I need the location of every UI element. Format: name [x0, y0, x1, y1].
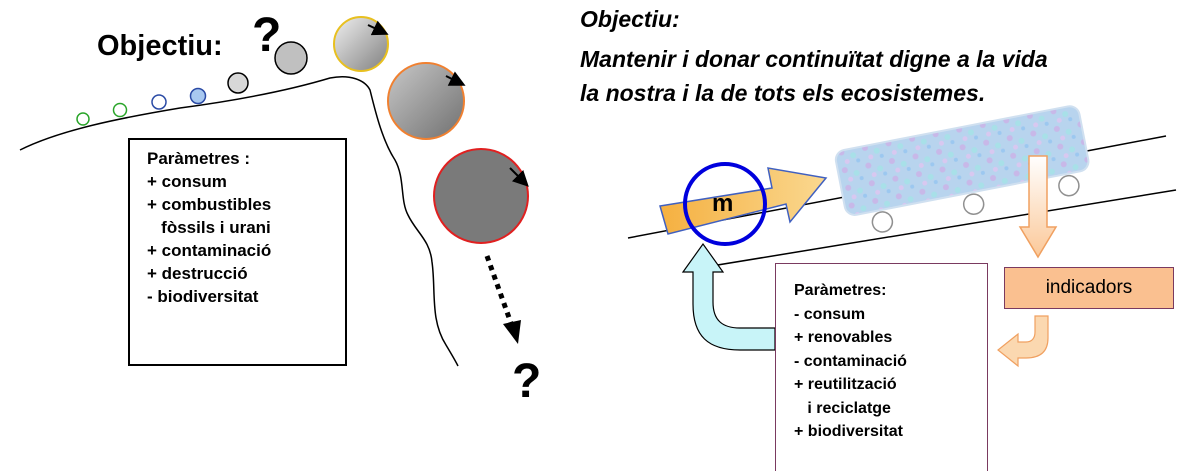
indicators-down-arrow	[1018, 155, 1058, 259]
ball-falling-yellow-arrow	[367, 20, 389, 36]
indicators-box: indicadors	[1004, 267, 1174, 309]
ball-falling-orange	[387, 62, 465, 140]
ball-green-2	[112, 102, 128, 118]
right-goal-line-2: la nostra i la de tots els ecosistemes.	[580, 80, 986, 106]
vehicle-wheel-1	[871, 211, 894, 233]
right-params-line-1: Paràmetres:	[794, 282, 887, 299]
right-params-line-6: i reciclatge	[794, 399, 891, 417]
right-params-box: Paràmetres: - consum + renovables - cont…	[775, 263, 988, 471]
ball-blue-1	[151, 94, 167, 110]
left-question-top: ?	[252, 9, 282, 62]
right-objective-heading: Objectiu:	[580, 6, 680, 32]
vehicle	[834, 105, 1090, 233]
right-params-line-4: - contaminació	[794, 352, 907, 370]
indicators-label: indicadors	[1045, 277, 1133, 298]
right-params-line-3: + renovables	[794, 329, 893, 346]
falling-dotted-arrow	[484, 255, 515, 327]
vehicle-wheel-2	[962, 193, 985, 215]
ball-gray-medium	[274, 41, 308, 75]
left-params-line-6: + destrucció	[147, 264, 248, 283]
ball-green-1	[76, 112, 90, 126]
left-params-line-5: + contaminació	[147, 241, 272, 260]
falling-dotted-arrow-head	[503, 320, 521, 344]
right-goal-line-1: Mantenir i donar continuïtat digne a la …	[580, 46, 1048, 72]
curved-return-arrow	[681, 242, 776, 351]
left-params-line-2: + consum	[147, 172, 227, 191]
mass-circle	[683, 162, 767, 246]
indicators-feedback-arrow	[997, 315, 1049, 368]
right-params-line-7: + biodiversitat	[794, 423, 903, 440]
ball-falling-red	[433, 148, 529, 244]
left-params-box: Paràmetres : + consum + combustibles fòs…	[128, 138, 347, 366]
right-params-line-5: + reutilització	[794, 376, 897, 393]
ball-falling-yellow	[333, 16, 389, 72]
left-params-line-3: + combustibles	[147, 195, 272, 214]
left-params-line-4: fòssils i urani	[147, 218, 271, 237]
left-params-line-1: Paràmetres :	[147, 149, 251, 168]
ramp-line-lower	[686, 189, 1177, 271]
left-question-bottom: ?	[512, 355, 542, 408]
left-params-line-7: - biodiversitat	[147, 287, 259, 306]
ball-falling-orange-arrow	[445, 71, 466, 86]
ball-blue-2	[189, 87, 207, 105]
ball-gray-small	[227, 72, 249, 94]
right-params-line-2: - consum	[794, 305, 866, 323]
cliff-ground-line	[19, 76, 459, 367]
ball-falling-red-arrow	[509, 167, 529, 187]
orange-push-arrow	[659, 167, 828, 235]
vehicle-body	[834, 105, 1090, 216]
left-objective-title: Objectiu:	[97, 30, 223, 62]
vehicle-wheel-3	[1058, 174, 1080, 197]
mass-label: m	[712, 190, 734, 217]
